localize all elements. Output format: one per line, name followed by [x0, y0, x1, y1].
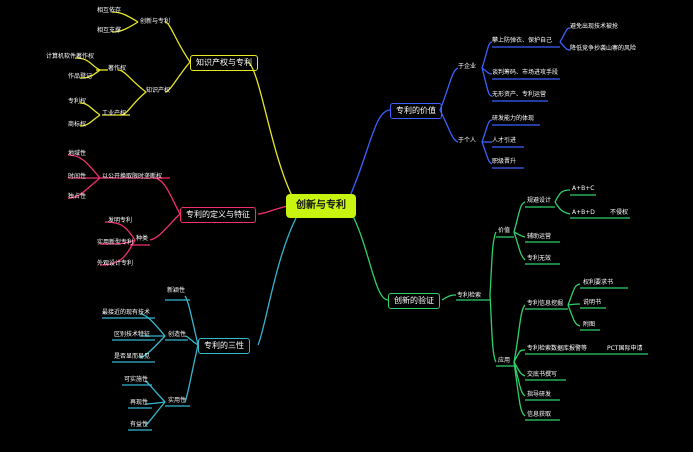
node-closest-art[interactable]: 最接近的现有技术 [102, 309, 151, 316]
node-patent-check[interactable]: 专利检索 [457, 292, 482, 299]
node-aid-ops[interactable]: 辅助运营 [527, 233, 552, 240]
node-invalidation[interactable]: 专利无效 [527, 255, 552, 262]
node-avoid-leak[interactable]: 避免出现技术被抢 [570, 23, 619, 30]
node-invention[interactable]: 发明专利 [108, 217, 133, 224]
node-individual[interactable]: 于个人 [458, 137, 477, 144]
node-description[interactable]: 说明书 [583, 299, 602, 306]
node-promotion[interactable]: 职级晋升 [492, 158, 517, 165]
node-utility[interactable]: 实用新型专利 [97, 239, 134, 246]
branch-three-properties[interactable]: 专利的三性 [198, 338, 250, 354]
node-territorial[interactable]: 地域性 [68, 150, 87, 157]
node-design[interactable]: 外观设计专利 [97, 260, 134, 267]
node-mutual-rely[interactable]: 相互依存 [97, 7, 122, 14]
node-claims[interactable]: 权利要求书 [583, 279, 614, 286]
node-avoid-copy[interactable]: 降低竞争抄袭山寨的风险 [570, 45, 637, 52]
node-intangible[interactable]: 无形资产、专利运营 [492, 91, 547, 98]
node-info-acquire[interactable]: 信息获取 [527, 411, 552, 418]
node-innovation-patent[interactable]: 创新与专利 [140, 18, 171, 25]
node-value[interactable]: 价值 [498, 227, 511, 234]
node-types[interactable]: 种类 [136, 235, 149, 242]
node-avoid-design[interactable]: 规避设计 [527, 197, 552, 204]
node-copyright[interactable]: 著作权 [108, 65, 127, 72]
node-abd[interactable]: A+B+D [572, 209, 595, 216]
branch-patent-value[interactable]: 专利的价值 [390, 103, 442, 119]
node-works-registration[interactable]: 作品登记 [68, 73, 93, 80]
root-node[interactable]: 创新与专利 [286, 194, 356, 218]
node-analysis-report[interactable]: 专利检索数据库报警等 [527, 345, 588, 352]
node-trademark[interactable]: 商标权 [68, 121, 87, 128]
branch-innovation-verification[interactable]: 创新的验证 [388, 293, 440, 309]
node-ip[interactable]: 知识产权 [146, 87, 171, 94]
node-rd-ability[interactable]: 研发能力的体现 [492, 115, 535, 122]
node-temporal[interactable]: 时间性 [68, 173, 87, 180]
node-bargain[interactable]: 谈判筹码、市场进攻手段 [492, 69, 559, 76]
branch-patent-definition[interactable]: 专利的定义与特征 [180, 207, 256, 223]
node-reproducible[interactable]: 再现性 [130, 399, 149, 406]
node-info-mining[interactable]: 专利信息挖掘 [527, 300, 564, 307]
node-software-copyright[interactable]: 计算机软件著作权 [46, 53, 95, 60]
node-creativity[interactable]: 创造性 [168, 331, 187, 338]
node-defend[interactable]: 攀上防弹衣、保护自己 [492, 37, 553, 44]
node-pct[interactable]: PCT国际申请 [607, 345, 643, 352]
node-beneficial[interactable]: 有益性 [130, 421, 149, 428]
node-enterprise[interactable]: 于企业 [458, 63, 477, 70]
node-implementable[interactable]: 可实施性 [124, 376, 149, 383]
node-drawings[interactable]: 附图 [583, 321, 596, 328]
node-practicality[interactable]: 实用性 [168, 397, 187, 404]
node-no-infringe[interactable]: 不侵权 [610, 209, 629, 216]
node-apply[interactable]: 应用 [498, 357, 511, 364]
node-distinguish[interactable]: 区别技术特征 [114, 331, 151, 338]
branch-ip-patent[interactable]: 知识产权与专利 [190, 55, 258, 71]
node-mutual-support[interactable]: 相互支撑 [97, 27, 122, 34]
node-exchange[interactable]: 以公开换取限时垄断权 [102, 173, 163, 180]
node-exclusive[interactable]: 独占性 [68, 193, 87, 200]
node-patent-right[interactable]: 专利权 [68, 98, 87, 105]
node-guide-rd[interactable]: 指导研发 [527, 391, 552, 398]
node-abc[interactable]: A+B+C [572, 185, 595, 192]
node-disclosure[interactable]: 交底书撰写 [527, 371, 558, 378]
node-novelty[interactable]: 新颖性 [167, 287, 186, 294]
node-talent[interactable]: 人才引进 [492, 137, 517, 144]
node-obvious[interactable]: 是否显而易见 [114, 353, 151, 360]
node-industrial[interactable]: 工业产权 [102, 110, 127, 117]
